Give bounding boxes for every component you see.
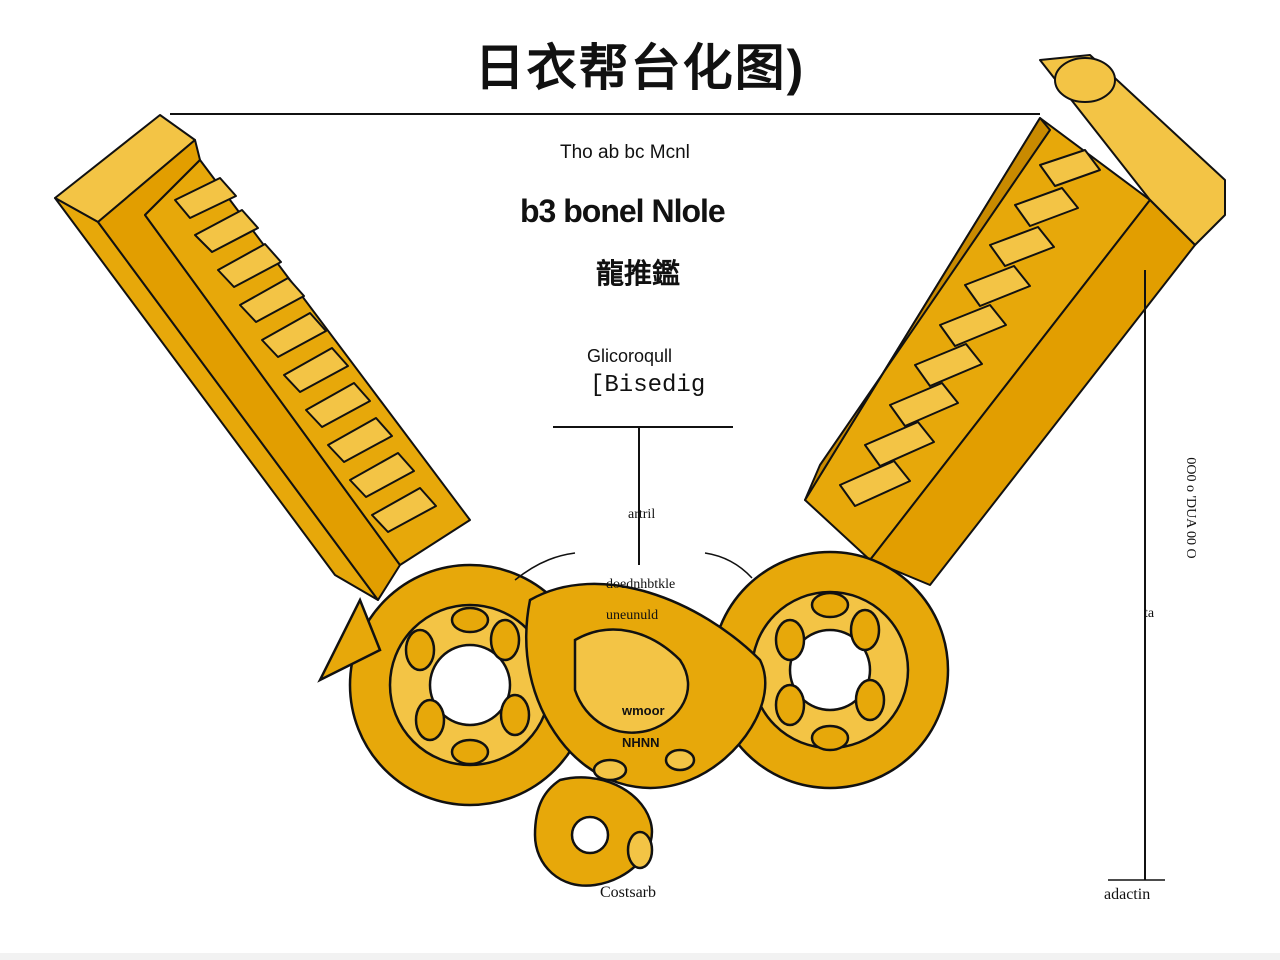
center-knot [525,582,767,887]
diagram-title: 日衣帮台化图) [474,40,806,96]
bottom-strip [0,953,1280,960]
mid-label-2: uneunuld [606,608,659,623]
center-label-2: [Bisedig [590,372,706,399]
mid-label-1: doednhbtkle [606,577,676,592]
right-ring [710,550,950,790]
subtitle-line-2: b3 bonel Nlole [520,193,726,229]
right-side-label: ta [1144,606,1155,621]
right-bottom-label: adactin [1104,886,1151,903]
center-arc-right [704,552,753,579]
center-label-1: Glicoroqull [587,346,673,366]
left-ring [317,563,592,807]
subtitle-line-3: 龍推鑑 [596,258,681,289]
right-vertical-label: 0O0 o 'DUA 00 O [1183,457,1198,559]
center-arc-left [514,552,576,581]
left-arm [54,114,471,601]
bottom-label: Costsarb [600,884,656,901]
center-label-4: NHNN [622,735,660,750]
right-arm [804,54,1226,586]
subtitle-line-1: Tho ab bc Mcnl [560,142,690,163]
stem-label: artril [628,507,656,522]
center-label-3: wmoor [622,703,665,718]
